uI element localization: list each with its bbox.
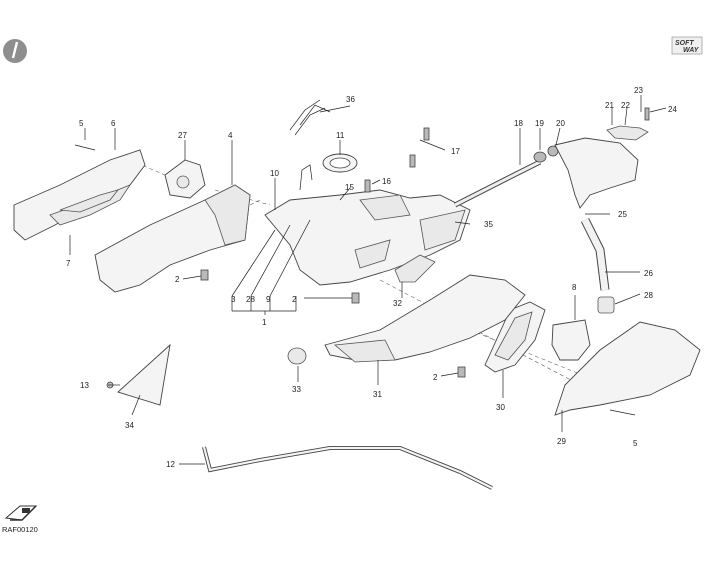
part-tray-29	[554, 321, 701, 416]
part-valve-27	[164, 159, 206, 199]
callout-7: 7	[66, 259, 71, 268]
part-hose-12	[202, 446, 493, 490]
part-bolt-5a	[74, 144, 96, 151]
callout-34: 34	[125, 421, 134, 430]
callout-28: 28	[246, 295, 255, 304]
callout-29: 29	[557, 437, 566, 446]
callout-8: 8	[572, 283, 577, 292]
callout-33: 33	[292, 385, 301, 394]
part-hose-25	[580, 217, 610, 291]
callout-5-right: 5	[633, 439, 638, 448]
callout-20: 21	[605, 101, 614, 110]
part-screw-2a	[200, 269, 209, 281]
part-fittings-18-19	[533, 145, 559, 163]
part-ring-11	[322, 153, 358, 173]
part-bracket-20-23	[606, 107, 650, 141]
part-bolts-15-16	[364, 127, 430, 193]
callout-18: 19	[535, 119, 544, 128]
part-grommet-33	[287, 347, 307, 365]
part-tube-17	[453, 159, 542, 208]
callout-16: 17	[451, 147, 460, 156]
callout-19: 20	[556, 119, 565, 128]
part-filter-32	[394, 254, 436, 283]
callout-26: 28	[644, 291, 653, 300]
callout-4: 4	[228, 131, 233, 140]
part-bolt-5b	[609, 409, 621, 413]
part-cup-8	[551, 319, 591, 361]
callout-2-mid: 2	[292, 295, 297, 304]
callout-15: 16	[382, 177, 391, 186]
part-tray-31	[324, 274, 526, 363]
callout-32: 32	[393, 299, 402, 308]
callout-13: 13	[80, 381, 89, 390]
callout-3: 3	[231, 295, 236, 304]
manual-book-icon	[4, 505, 38, 521]
callout-5-top: 5	[79, 119, 84, 128]
callout-31: 31	[373, 390, 382, 399]
badge-line-1: SOFT	[675, 40, 694, 47]
callout-2-left: 2	[175, 275, 180, 284]
callout-9: 9	[266, 295, 271, 304]
badge-line-2: WAY	[683, 47, 700, 54]
callout-10-unlabeled: 10	[270, 169, 279, 178]
brand-disc-icon	[3, 39, 27, 63]
reference-code: RAF00120	[2, 525, 38, 534]
callout-1: 1	[262, 318, 267, 327]
callout-22: 23	[634, 86, 643, 95]
leader-lines	[69, 95, 667, 465]
part-bracket-6-7	[13, 149, 146, 241]
callout-17: 18	[514, 119, 523, 128]
callout-36: 36	[346, 95, 355, 104]
part-cap-26	[597, 296, 615, 314]
callout-30: 30	[496, 403, 505, 412]
part-expansion-tank	[554, 137, 639, 209]
part-duct-4	[94, 184, 251, 293]
callout-6: 6	[111, 119, 116, 128]
callout-14: 15	[345, 183, 354, 192]
part-airbox-main	[264, 189, 471, 286]
part-hook-10	[299, 164, 313, 191]
part-panel-34	[117, 343, 171, 406]
callout-35: 35	[484, 220, 493, 229]
callout-27: 27	[178, 131, 187, 140]
callout-23: 24	[668, 105, 677, 114]
soft-way-badge: SOFT WAY	[671, 36, 703, 55]
callout-24: 25	[618, 210, 627, 219]
part-clips-36	[289, 99, 331, 136]
callout-labels: 5 6 7 27 4 2 10 11 15 16 17 36 18 19 20 …	[66, 86, 677, 469]
callout-12: 12	[166, 460, 175, 469]
callout-21: 22	[621, 101, 630, 110]
callout-25: 26	[644, 269, 653, 278]
callout-11: 11	[336, 131, 345, 140]
callout-2-right: 2	[433, 373, 438, 382]
